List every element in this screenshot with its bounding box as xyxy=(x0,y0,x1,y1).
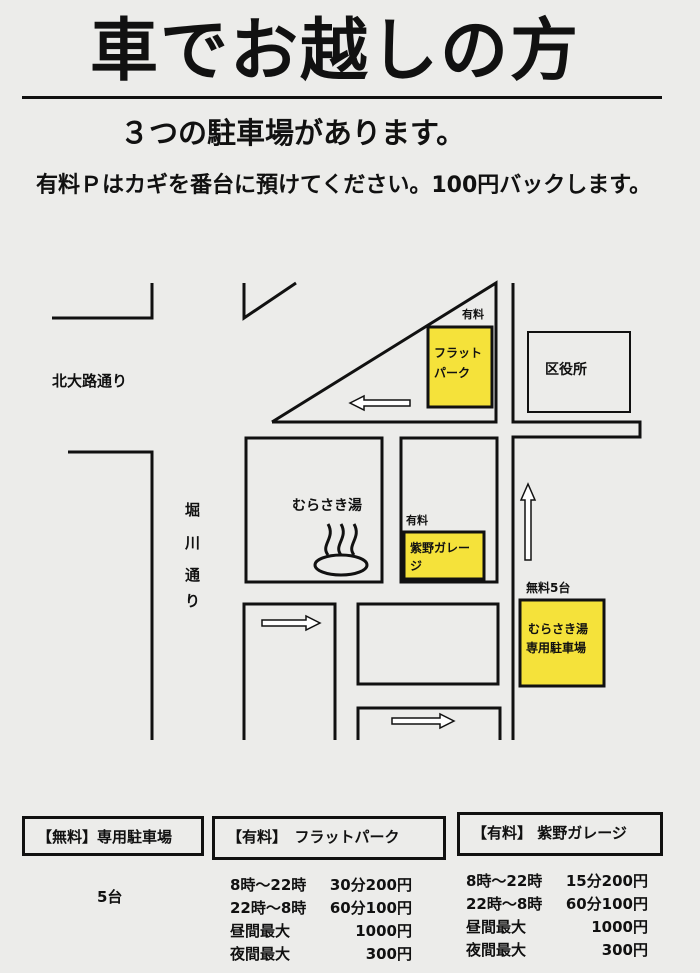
lot-free xyxy=(518,598,606,688)
lot-free-name-line1: むらさき湯 xyxy=(528,621,588,636)
road-edge xyxy=(511,283,642,740)
block-south-middle xyxy=(356,602,500,686)
road-edge xyxy=(271,280,498,424)
subtitle: ３つの駐車場があります。 xyxy=(120,116,466,150)
hot-spring-icon xyxy=(313,523,369,577)
page-title: 車でお越しの方 xyxy=(90,12,581,91)
road-edge xyxy=(242,602,337,740)
lot-flat-name: フラット パーク xyxy=(434,346,486,380)
lot-flat-tag: 有料 xyxy=(462,307,484,321)
horikawa-char-1: 堀 xyxy=(185,501,200,519)
bathhouse-label: むらさき湯 xyxy=(292,497,362,514)
lot-free-name-line2: 専用駐車場 xyxy=(526,640,586,655)
block-middle xyxy=(399,436,499,584)
arrow-right-icon xyxy=(261,614,322,632)
road-edge xyxy=(68,450,154,740)
ward-office-label: 区役所 xyxy=(545,361,587,378)
arrow-right-icon xyxy=(391,712,456,730)
lot-shino-name: 紫野ガレー ジ xyxy=(410,540,474,573)
horikawa-char-2: 川 xyxy=(184,534,200,552)
parking-map: 北大路通り 堀 川 通 り 区役所 むらさき湯 有料 フラット パーク 有料 紫… xyxy=(52,280,642,740)
arrow-up-icon xyxy=(519,482,537,561)
lot-flat-name-line1: フラット xyxy=(434,346,482,360)
lot-shino-name-line1: 紫野ガレー xyxy=(410,540,470,555)
lot-shino-garage xyxy=(402,530,486,581)
arrow-left-icon xyxy=(348,394,411,412)
title-underline xyxy=(22,96,662,99)
horikawa-char-4: り xyxy=(185,592,200,610)
road-edge xyxy=(356,706,502,740)
free-lot-header: 【無料】専用駐車場 xyxy=(22,816,204,856)
free-lot-count: 5台 xyxy=(97,888,123,906)
lot-free-name: むらさき湯 専用駐車場 xyxy=(526,621,592,655)
flat-park-header: 【有料】 フラットパーク xyxy=(212,816,446,860)
block-bathhouse xyxy=(244,436,384,584)
lot-shino-tag: 有料 xyxy=(406,513,428,527)
road-edge xyxy=(242,281,297,321)
road-edge xyxy=(52,283,154,320)
street-label-north: 北大路通り xyxy=(52,372,127,390)
ward-office-block xyxy=(527,331,631,413)
lot-shino-name-line2: ジ xyxy=(410,559,422,573)
lot-flat-name-line2: パーク xyxy=(434,366,470,380)
key-return-notice: 有料Ｐはカギを番台に預けてください。100円バックします。 xyxy=(36,173,652,198)
lot-free-tag: 無料5台 xyxy=(526,580,570,595)
horikawa-char-3: 通 xyxy=(185,566,200,584)
lot-flat-park xyxy=(426,325,494,409)
street-label-horikawa: 堀 川 通 り xyxy=(184,501,205,610)
shino-garage-header: 【有料】 紫野ガレージ xyxy=(457,812,663,856)
